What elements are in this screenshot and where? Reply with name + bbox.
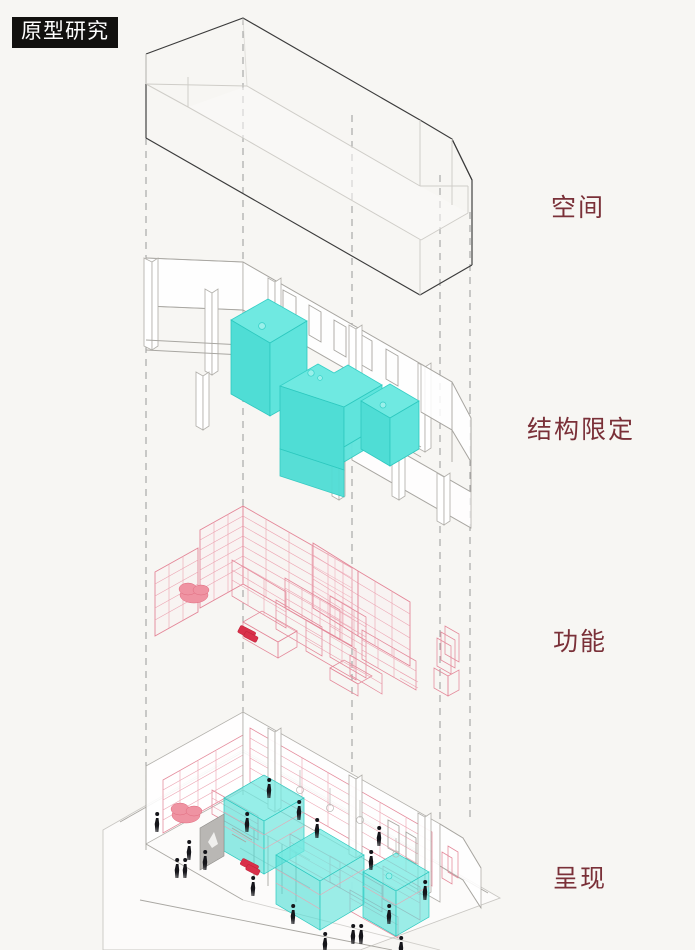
stage-label-function: 功能 <box>553 627 608 656</box>
structure-wall-back-left <box>143 257 244 376</box>
function-bench <box>329 659 373 697</box>
presentation-cyan-volume-middle <box>275 828 365 931</box>
presentation-wall-back-left <box>145 711 244 850</box>
stage-presentation <box>102 711 502 950</box>
structure-wall-chamfer <box>420 363 472 492</box>
presentation-cyan-volume-left <box>223 774 305 875</box>
stage-function <box>154 505 460 697</box>
function-stepped-shelves <box>349 629 417 695</box>
function-shelf-right-wing <box>312 542 359 637</box>
stage-label-space: 空间 <box>551 193 606 222</box>
function-center-shelves <box>231 559 357 681</box>
cyan-mass-middle <box>279 363 383 498</box>
page-title: 原型研究 <box>12 17 118 48</box>
presentation-people <box>154 778 428 950</box>
stage-label-presentation: 呈现 <box>553 864 608 893</box>
presentation-wall-chamfer <box>439 823 482 910</box>
function-shelf-wall-far-right <box>357 570 411 667</box>
cyan-mass-right <box>360 383 420 467</box>
presentation-wall-back-right <box>242 711 441 903</box>
stage-structure <box>143 257 472 529</box>
function-display-rack <box>329 595 367 679</box>
presentation-hanging-lamps <box>296 770 400 858</box>
stage-space-volume <box>145 17 473 296</box>
function-accent-red <box>178 582 259 643</box>
function-right-fins <box>399 625 460 697</box>
presentation-accent-red <box>170 802 261 876</box>
stage-label-structure: 结构限定 <box>527 415 636 444</box>
cyan-mass-left <box>230 298 308 417</box>
